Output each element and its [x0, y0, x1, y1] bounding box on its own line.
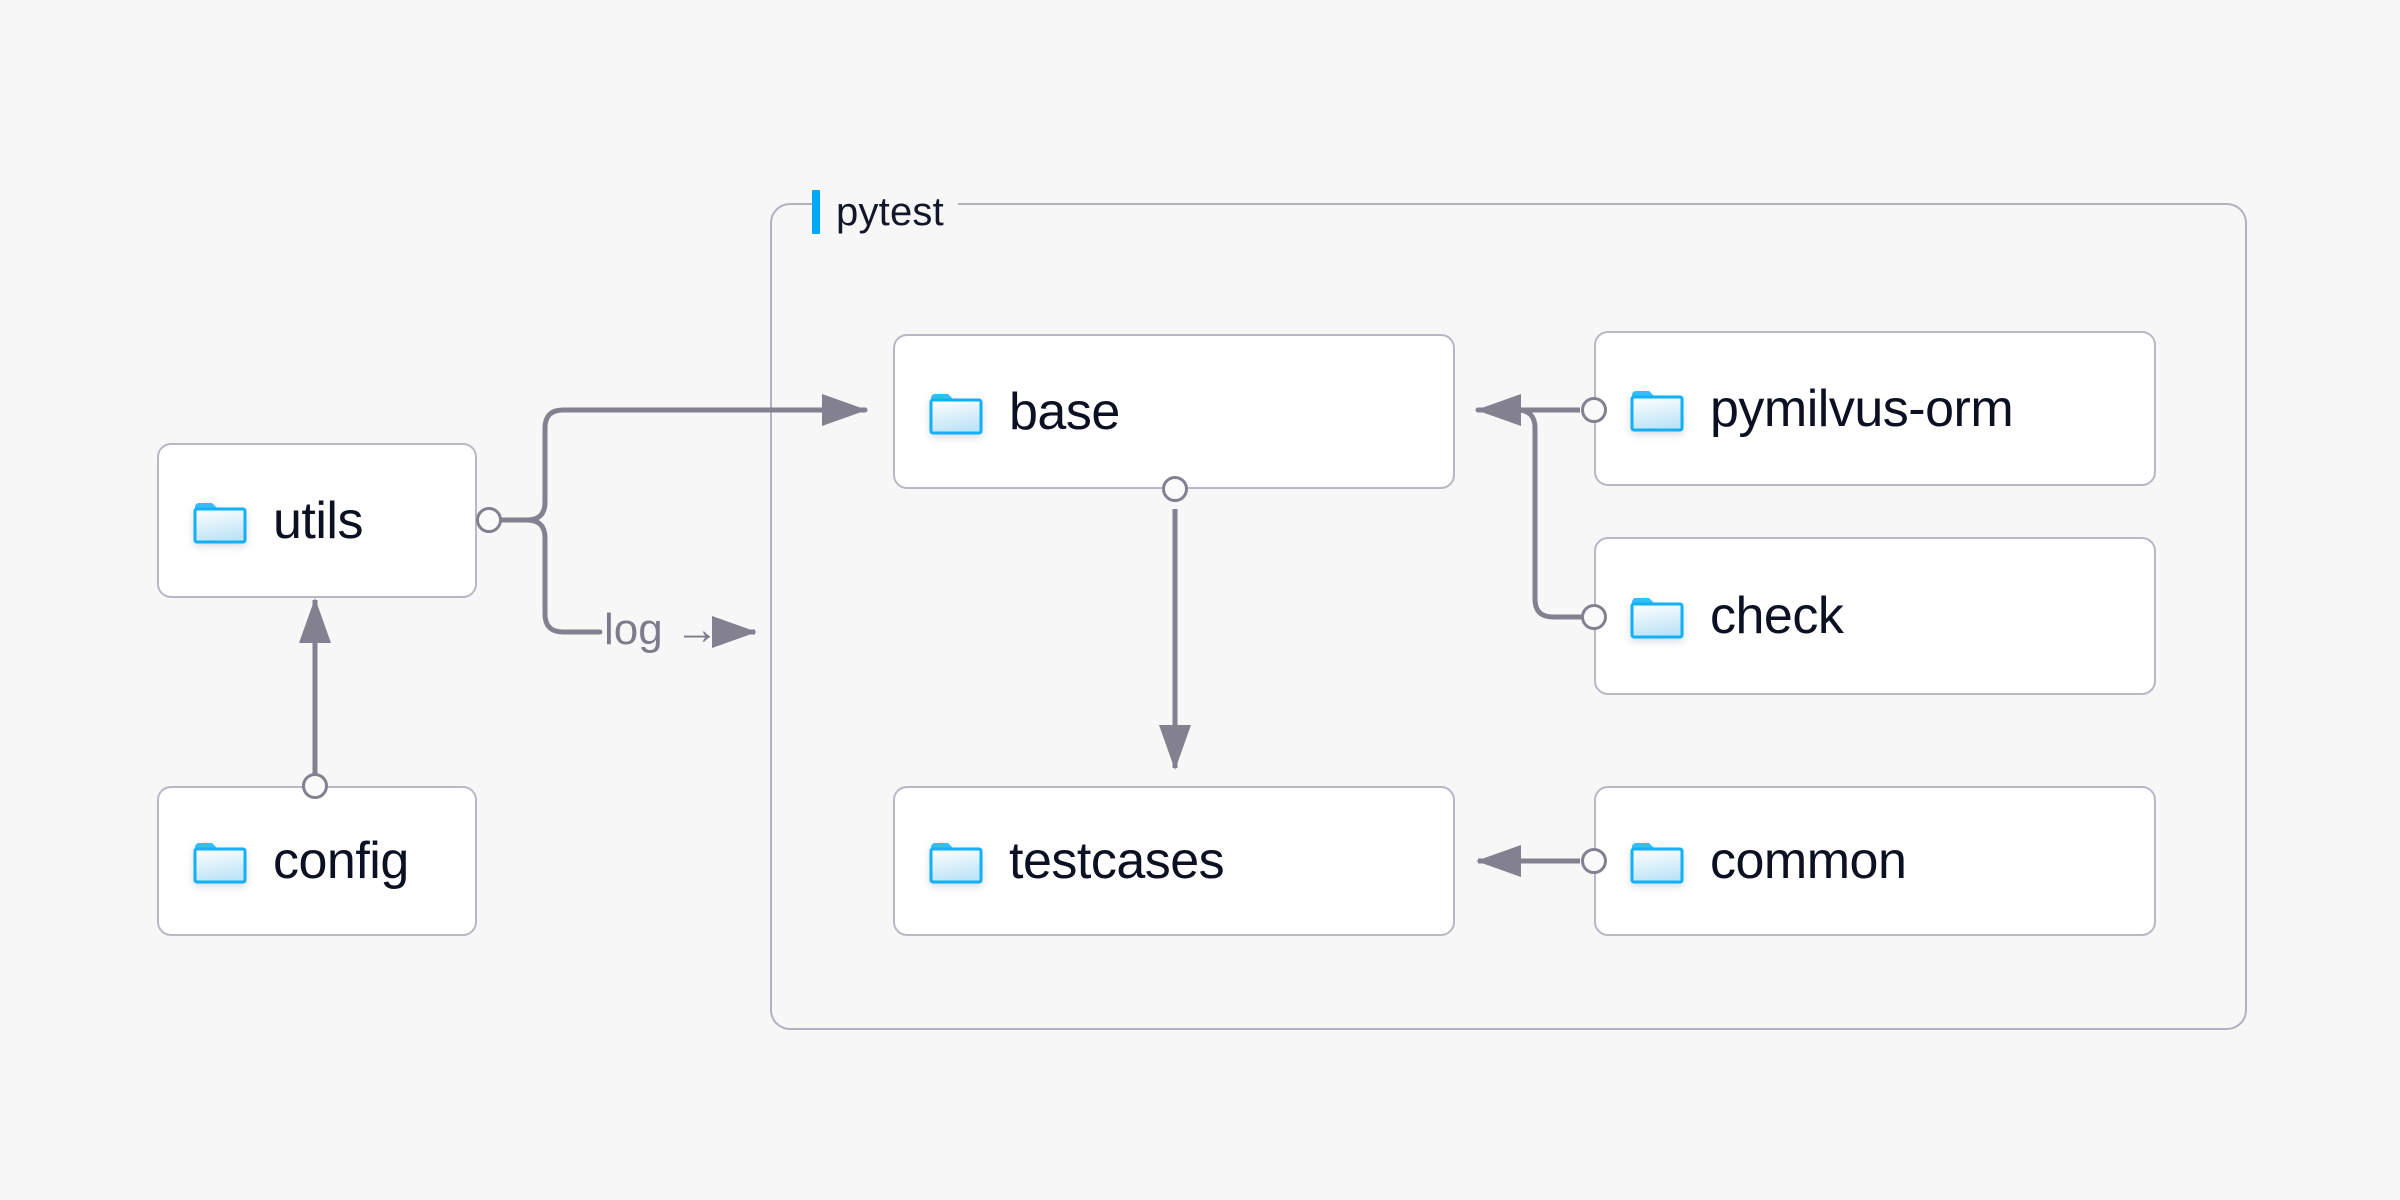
edge-label-log: log → — [604, 605, 719, 654]
folder-icon — [193, 838, 247, 884]
port-base-bottom[interactable] — [1162, 476, 1188, 502]
node-label-config: config — [273, 832, 409, 890]
node-utils[interactable]: utils — [157, 443, 477, 598]
node-config[interactable]: config — [157, 786, 477, 936]
group-label-pytest: pytest — [812, 190, 958, 234]
folder-icon — [1630, 838, 1684, 884]
node-common[interactable]: common — [1594, 786, 2156, 936]
edge-utils-log-branch — [486, 517, 603, 635]
port-common-left[interactable] — [1581, 848, 1607, 874]
group-container-pytest — [770, 203, 2247, 1030]
port-check-left[interactable] — [1581, 604, 1607, 630]
port-pymilvus-orm-left[interactable] — [1581, 397, 1607, 423]
node-label-utils: utils — [273, 491, 363, 550]
folder-icon — [193, 498, 247, 544]
port-config-top[interactable] — [302, 773, 328, 799]
node-check[interactable]: check — [1594, 537, 2156, 695]
port-utils-right[interactable] — [476, 507, 502, 533]
folder-icon — [929, 389, 983, 435]
node-testcases[interactable]: testcases — [893, 786, 1455, 936]
node-label-base: base — [1009, 382, 1120, 441]
node-label-check: check — [1710, 587, 1844, 645]
folder-icon — [1630, 593, 1684, 639]
node-pymilvus-orm[interactable]: pymilvus-orm — [1594, 331, 2156, 486]
group-accent-bar — [812, 190, 820, 234]
folder-icon — [1630, 386, 1684, 432]
group-label-text: pytest — [836, 190, 944, 234]
folder-icon — [929, 838, 983, 884]
node-label-pymilvus-orm: pymilvus-orm — [1710, 379, 2014, 438]
node-label-common: common — [1710, 832, 1907, 890]
node-label-testcases: testcases — [1009, 832, 1225, 890]
node-base[interactable]: base — [893, 334, 1455, 489]
